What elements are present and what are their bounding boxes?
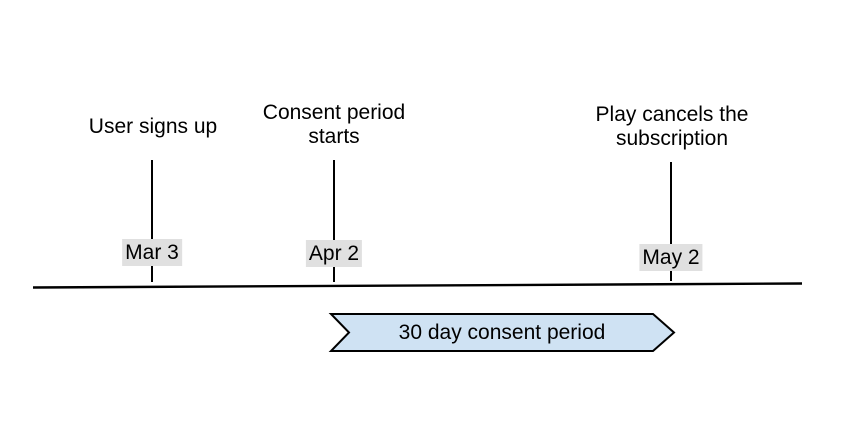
- event-label-signup: User signs up: [88, 115, 218, 138]
- date-badge-mar3: Mar 3: [122, 239, 182, 266]
- date-badge-may2: May 2: [639, 244, 703, 271]
- consent-period-ribbon-label: 30 day consent period: [398, 321, 606, 344]
- event-label-consent-start: Consent period starts: [262, 101, 406, 148]
- date-badge-apr2: Apr 2: [305, 240, 363, 267]
- timeline-baseline: [32, 282, 803, 289]
- event-label-cancel: Play cancels the subscription: [595, 103, 749, 150]
- consent-period-ribbon: [328, 313, 676, 352]
